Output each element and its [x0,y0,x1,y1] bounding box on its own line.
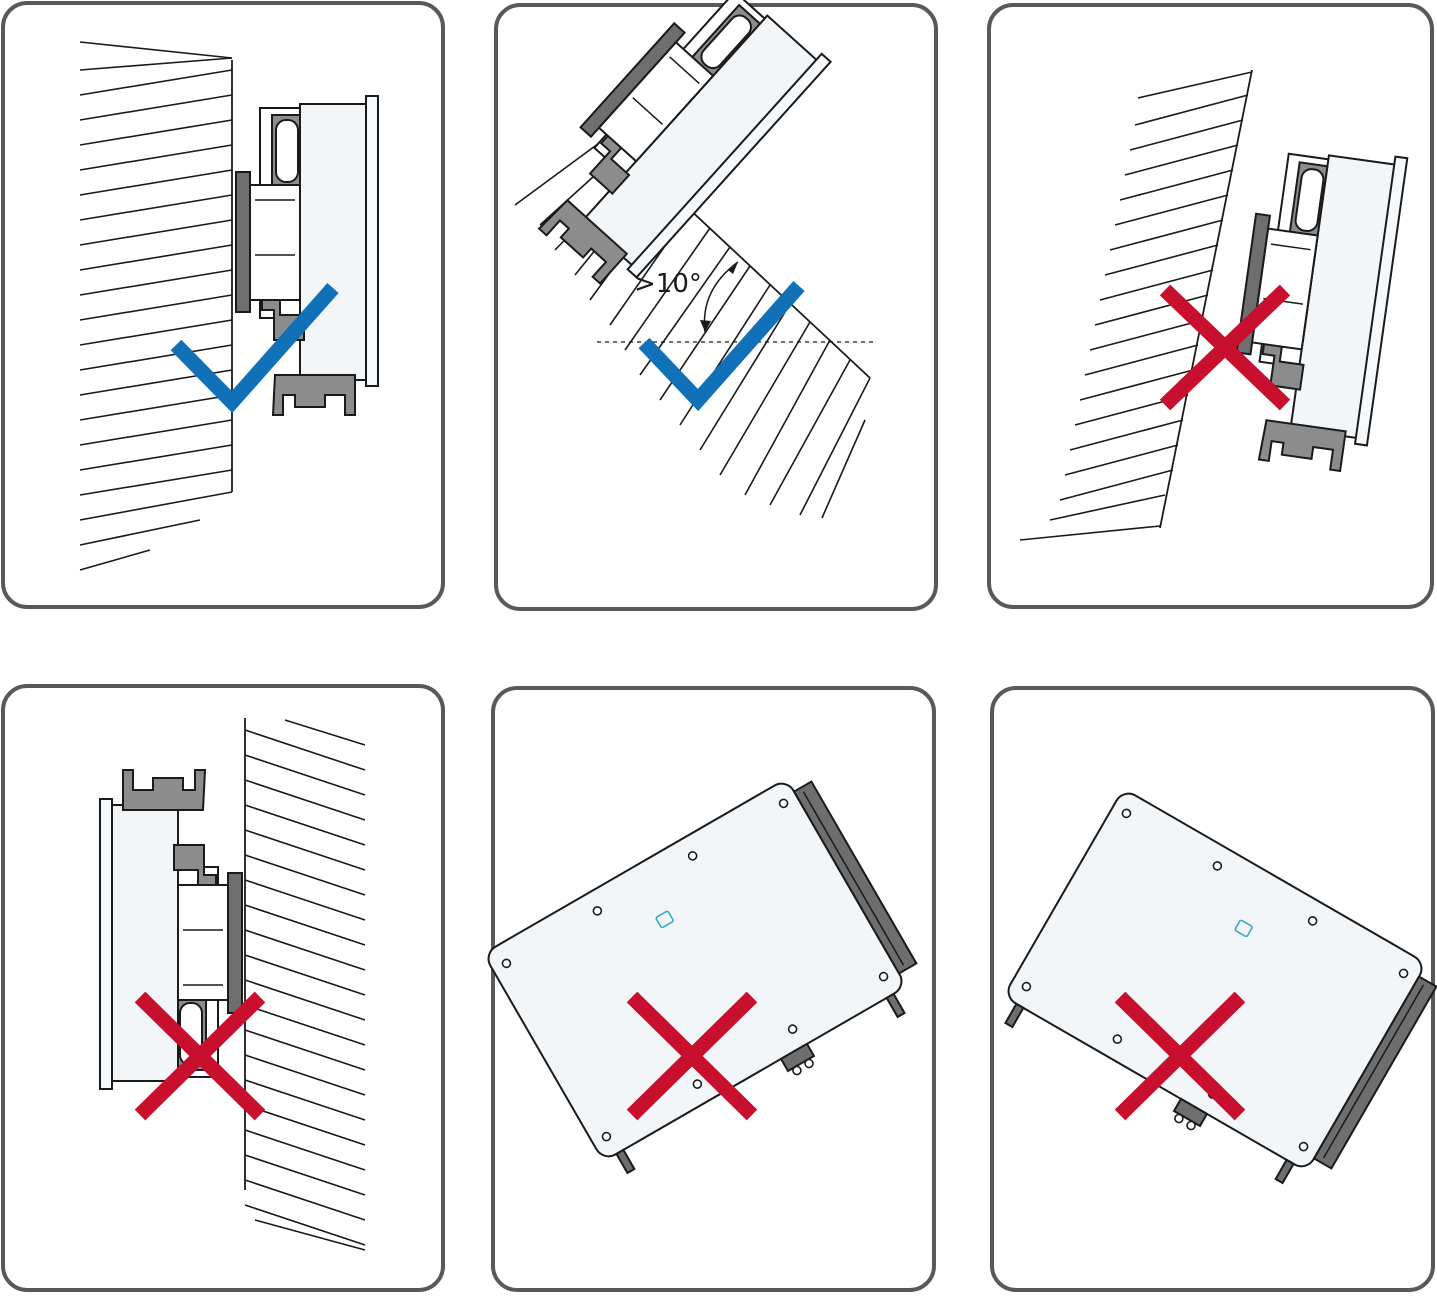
check-icon [170,283,339,413]
wall-hatching [79,41,233,571]
panel-tilted-left [482,686,936,1292]
panel-tilted-back: >10° [494,0,938,611]
cross-icon [626,991,758,1121]
wall-hatching [1019,69,1253,541]
panel-tilted-right [990,686,1437,1292]
cross-icon [134,991,266,1121]
check-icon [638,281,805,412]
cross-icon [1114,991,1246,1121]
cross-icon [1159,284,1291,411]
panel-upside-down [1,684,445,1292]
panel-tilted-forward [987,3,1434,609]
panel-vertical-wall [1,1,445,609]
angle-label: >10° [634,269,702,299]
wall-hatching [244,718,366,1251]
